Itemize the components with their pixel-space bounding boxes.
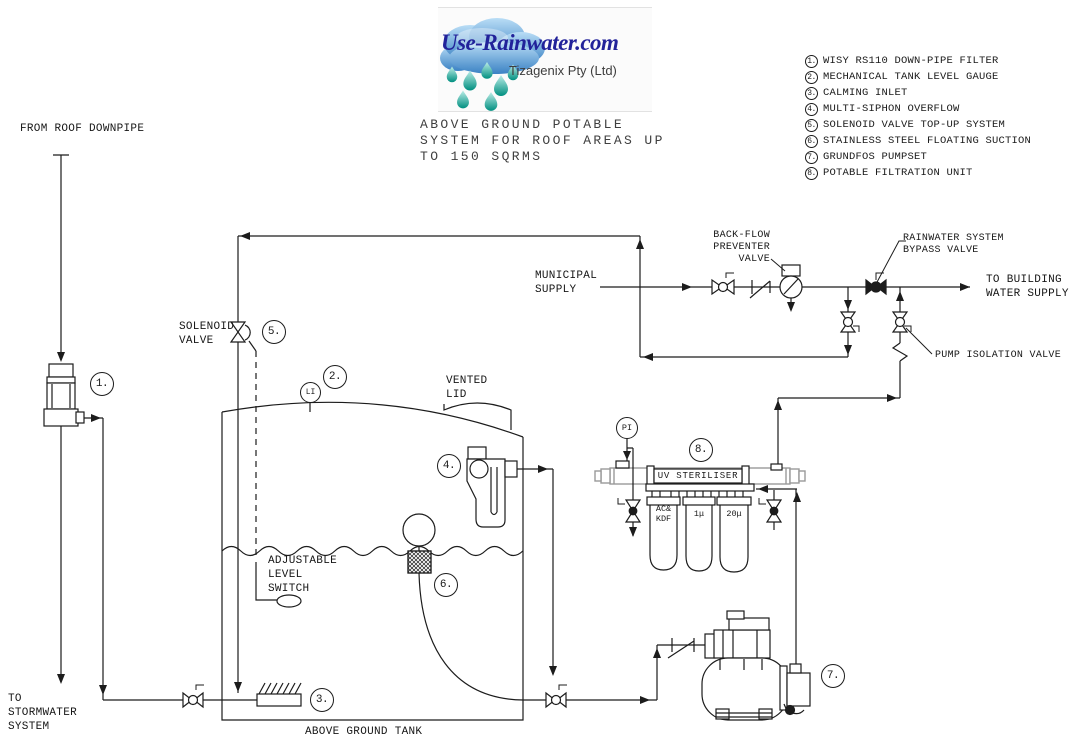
level-indicator-bubble: LI: [300, 382, 321, 403]
solenoid-valve-symbol: [229, 321, 247, 334]
sample-valve-right: [765, 499, 783, 513]
legend-item: 6. STAINLESS STEEL FLOATING SUCTION: [805, 134, 1031, 148]
filter-housing-1: [649, 505, 678, 571]
uv-outlet-line: [777, 397, 900, 464]
legend-item-label: SOLENOID VALVE TOP-UP SYSTEM: [823, 119, 1006, 131]
legend-item-label: CALMING INLET: [823, 87, 908, 99]
leader-lines: [770, 240, 933, 355]
bypass-valve: [865, 272, 887, 296]
to-stormwater-label: TO STORMWATER SYSTEM: [8, 693, 78, 733]
water-level-wave: [221, 545, 524, 557]
filter-housing-2: [685, 505, 713, 572]
legend-item-label: STAINLESS STEEL FLOATING SUCTION: [823, 135, 1032, 147]
level-switch-label: ADJUSTABLE LEVEL SWITCH: [268, 555, 338, 595]
legend-num-badge: 5.: [805, 118, 818, 132]
callout-4: 4.: [437, 454, 461, 478]
filter2-label: 1μ: [693, 509, 705, 519]
downpipe-filter: [43, 154, 104, 700]
tank-inlet-line: [103, 682, 302, 709]
callout-7: 7.: [821, 664, 845, 688]
floating-suction: [402, 513, 524, 701]
multi-siphon-overflow: [466, 446, 554, 674]
legend-item-label: GRUNDFOS PUMPSET: [823, 151, 928, 163]
callout-5: 5.: [262, 320, 286, 344]
tank-caption: ABOVE GROUND TANK: [305, 726, 423, 738]
flow-arrows: [57, 232, 970, 704]
filter3-label: 20μ: [726, 509, 742, 519]
backflow-label: BACK-FLOW PREVENTER VALVE: [713, 230, 770, 265]
company-name: Tizagenix Pty (Ltd): [509, 63, 617, 78]
legend-item-label: POTABLE FILTRATION UNIT: [823, 167, 973, 179]
check-valve-icon: [749, 280, 771, 299]
legend-num-badge: 2.: [805, 70, 818, 84]
callout-6: 6.: [434, 573, 458, 597]
legend-item: 1. WISY RS110 DOWN-PIPE FILTER: [805, 54, 999, 68]
grundfos-pump: [701, 489, 811, 721]
legend-item-label: MULTI-SIPHON OVERFLOW: [823, 103, 960, 115]
legend-item: 2. MECHANICAL TANK LEVEL GAUGE: [805, 70, 999, 84]
legend-num-badge: 6.: [805, 134, 818, 148]
legend-item: 5. SOLENOID VALVE TOP-UP SYSTEM: [805, 118, 1005, 132]
logo-cloud-icon: [440, 18, 545, 74]
level-switch-float: [276, 594, 302, 608]
logo-raindrops-icon: [446, 62, 519, 111]
callout-8: 8.: [689, 438, 713, 462]
vented-lid-label: VENTED LID: [446, 375, 488, 401]
municipal-supply-label: MUNICIPAL SUPPLY: [535, 270, 598, 296]
legend-num-badge: 4.: [805, 102, 818, 116]
pressure-indicator-bubble: PI: [616, 417, 638, 439]
legend-item: 8. POTABLE FILTRATION UNIT: [805, 166, 973, 180]
vented-lid-shape: [443, 402, 512, 430]
filtration-unit: [594, 397, 900, 573]
legend-item-label: MECHANICAL TANK LEVEL GAUGE: [823, 71, 999, 83]
drawing-title: ABOVE GROUND POTABLE SYSTEM FOR ROOF ARE…: [420, 117, 665, 164]
solenoid-valve-label: SOLENOID VALVE: [179, 321, 235, 347]
legend-item: 3. CALMING INLET: [805, 86, 908, 100]
to-building-label: TO BUILDING WATER SUPPLY: [986, 274, 1069, 300]
municipal-supply-line: [600, 264, 970, 309]
callout-2: 2.: [323, 365, 347, 389]
flex-connector: [891, 342, 909, 398]
legend-item: 4. MULTI-SIPHON OVERFLOW: [805, 102, 960, 116]
filter1-label: AC& KDF: [655, 504, 672, 524]
filter-housing-3: [719, 505, 749, 573]
bypass-valve-label: RAINWATER SYSTEM BYPASS VALVE: [903, 233, 1004, 256]
pump-suction-line: [523, 638, 706, 709]
legend-num-badge: 7.: [805, 150, 818, 164]
filter-manifold: [645, 483, 755, 492]
pump-isolation-label: PUMP ISOLATION VALVE: [935, 350, 1062, 361]
topup-line: [229, 235, 848, 693]
check-valve-icon: [667, 638, 695, 659]
calming-inlet: [256, 693, 302, 707]
brand-logo-text: Use-Rainwater.com: [441, 30, 619, 55]
legend-item: 7. GRUNDFOS PUMPSET: [805, 150, 927, 164]
sample-valve-left: [624, 499, 642, 513]
legend-num-badge: 1.: [805, 54, 818, 68]
callout-3: 3.: [310, 688, 334, 712]
uv-steriliser-label: UV STERILISER: [657, 471, 739, 481]
building-supply-riser: [891, 287, 912, 398]
callout-1: 1.: [90, 372, 114, 396]
from-roof-label: FROM ROOF DOWNPIPE: [20, 123, 145, 135]
legend-item-label: WISY RS110 DOWN-PIPE FILTER: [823, 55, 999, 67]
above-ground-tank: [221, 401, 524, 721]
uv-label-plate: [653, 468, 743, 484]
legend-num-badge: 3.: [805, 86, 818, 100]
legend-num-badge: 8.: [805, 166, 818, 180]
